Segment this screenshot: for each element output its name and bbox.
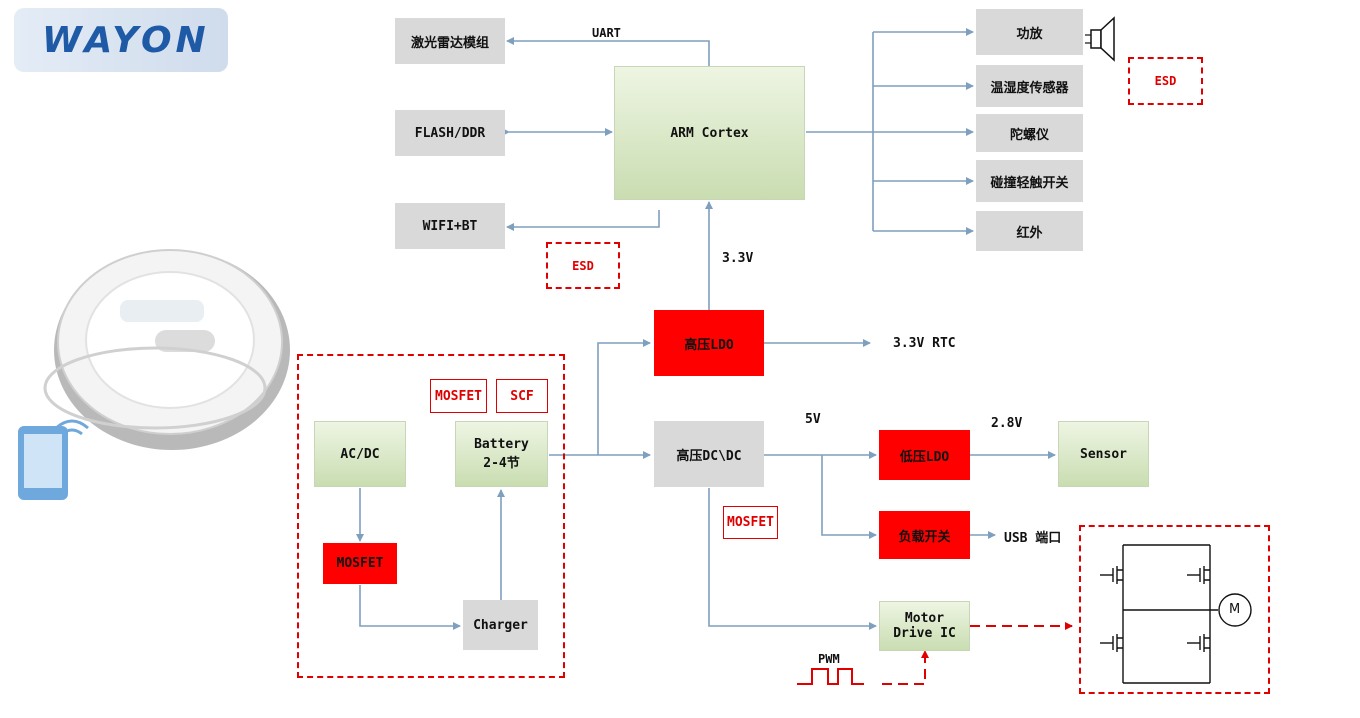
arm-cortex-block: ARM Cortex (614, 66, 805, 200)
scf-label: SCF (510, 388, 534, 404)
lidar-label: 激光雷达模组 (410, 35, 489, 51)
mosfet-dcdc-marker: MOSFET (723, 506, 778, 539)
acdc-block: AC/DC (314, 421, 406, 487)
acdc-label: AC/DC (340, 446, 380, 462)
pwm-label: PWM (818, 652, 840, 666)
esd-marker-left: ESD (546, 242, 620, 289)
lv-ldo-block: 低压LDO (879, 430, 970, 480)
battery-label-line1: Battery (474, 437, 529, 452)
flash-label: FLASH/DDR (414, 125, 486, 141)
robot-vacuum-illustration (18, 249, 290, 500)
uart-label: UART (592, 26, 621, 40)
bump-label: 碰撞轻触开关 (990, 175, 1069, 191)
load-switch-block: 负载开关 (879, 511, 970, 559)
usb-port-label: USB 端口 (1004, 531, 1062, 546)
lv-ldo-label: 低压LDO (899, 449, 950, 465)
wayon-logo: WAYON (14, 8, 228, 72)
amp-label: 功放 (1016, 26, 1043, 42)
voltage-5v-label: 5V (805, 412, 821, 427)
infrared-block: 红外 (976, 211, 1083, 251)
motor-label-line2: Drive IC (893, 626, 956, 641)
voltage-2v8-label: 2.8V (991, 416, 1023, 431)
bump-switch-block: 碰撞轻触开关 (976, 160, 1083, 202)
battery-label-line2: 2-4节 (483, 456, 520, 471)
voltage-3v3-rtc-label: 3.3V RTC (893, 336, 956, 351)
audio-amp-block: 功放 (976, 9, 1083, 55)
motor-label-line1: Motor (904, 611, 945, 626)
mosfet-charge-block: MOSFET (323, 543, 397, 584)
sensor-block: Sensor (1058, 421, 1149, 487)
temp-label: 温湿度传感器 (990, 80, 1069, 96)
mosfet-battery-marker: MOSFET (430, 379, 487, 413)
motor-drive-ic-block: Motor Drive IC (879, 601, 970, 651)
power-input-zone (297, 354, 565, 678)
logo-text: WAYON (42, 19, 210, 61)
temp-humidity-block: 温湿度传感器 (976, 65, 1083, 107)
charger-block: Charger (463, 600, 538, 650)
charger-label: Charger (473, 617, 528, 633)
mosfet-battery-label: MOSFET (435, 388, 482, 404)
lidar-module-block: 激光雷达模组 (395, 18, 505, 64)
esd-right-label: ESD (1154, 74, 1177, 88)
wifi-bt-block: WIFI+BT (395, 203, 505, 249)
load-switch-label: 负载开关 (898, 529, 951, 545)
voltage-3v3-label: 3.3V (722, 251, 754, 266)
hv-dcdc-label: 高压DC\DC (676, 448, 742, 464)
flash-ddr-block: FLASH/DDR (395, 110, 505, 156)
hv-ldo-label: 高压LDO (684, 337, 734, 353)
h-bridge-zone (1079, 525, 1270, 694)
arm-label: ARM Cortex (670, 125, 749, 141)
ir-label: 红外 (1016, 225, 1043, 241)
hv-ldo-block: 高压LDO (654, 310, 764, 376)
battery-block: Battery 2-4节 (455, 421, 548, 487)
wifi-label: WIFI+BT (422, 218, 478, 234)
gyroscope-block: 陀螺仪 (976, 114, 1083, 152)
sensor-label: Sensor (1080, 446, 1127, 462)
mosfet-charge-label: MOSFET (336, 556, 384, 571)
esd-marker-right: ESD (1128, 57, 1203, 105)
hv-dcdc-block: 高压DC\DC (654, 421, 764, 487)
mosfet-dcdc-label: MOSFET (727, 515, 774, 530)
gyro-label: 陀螺仪 (1009, 127, 1049, 143)
motor-symbol-label: M (1229, 602, 1241, 617)
scf-marker: SCF (496, 379, 548, 413)
esd-left-label: ESD (572, 258, 594, 273)
